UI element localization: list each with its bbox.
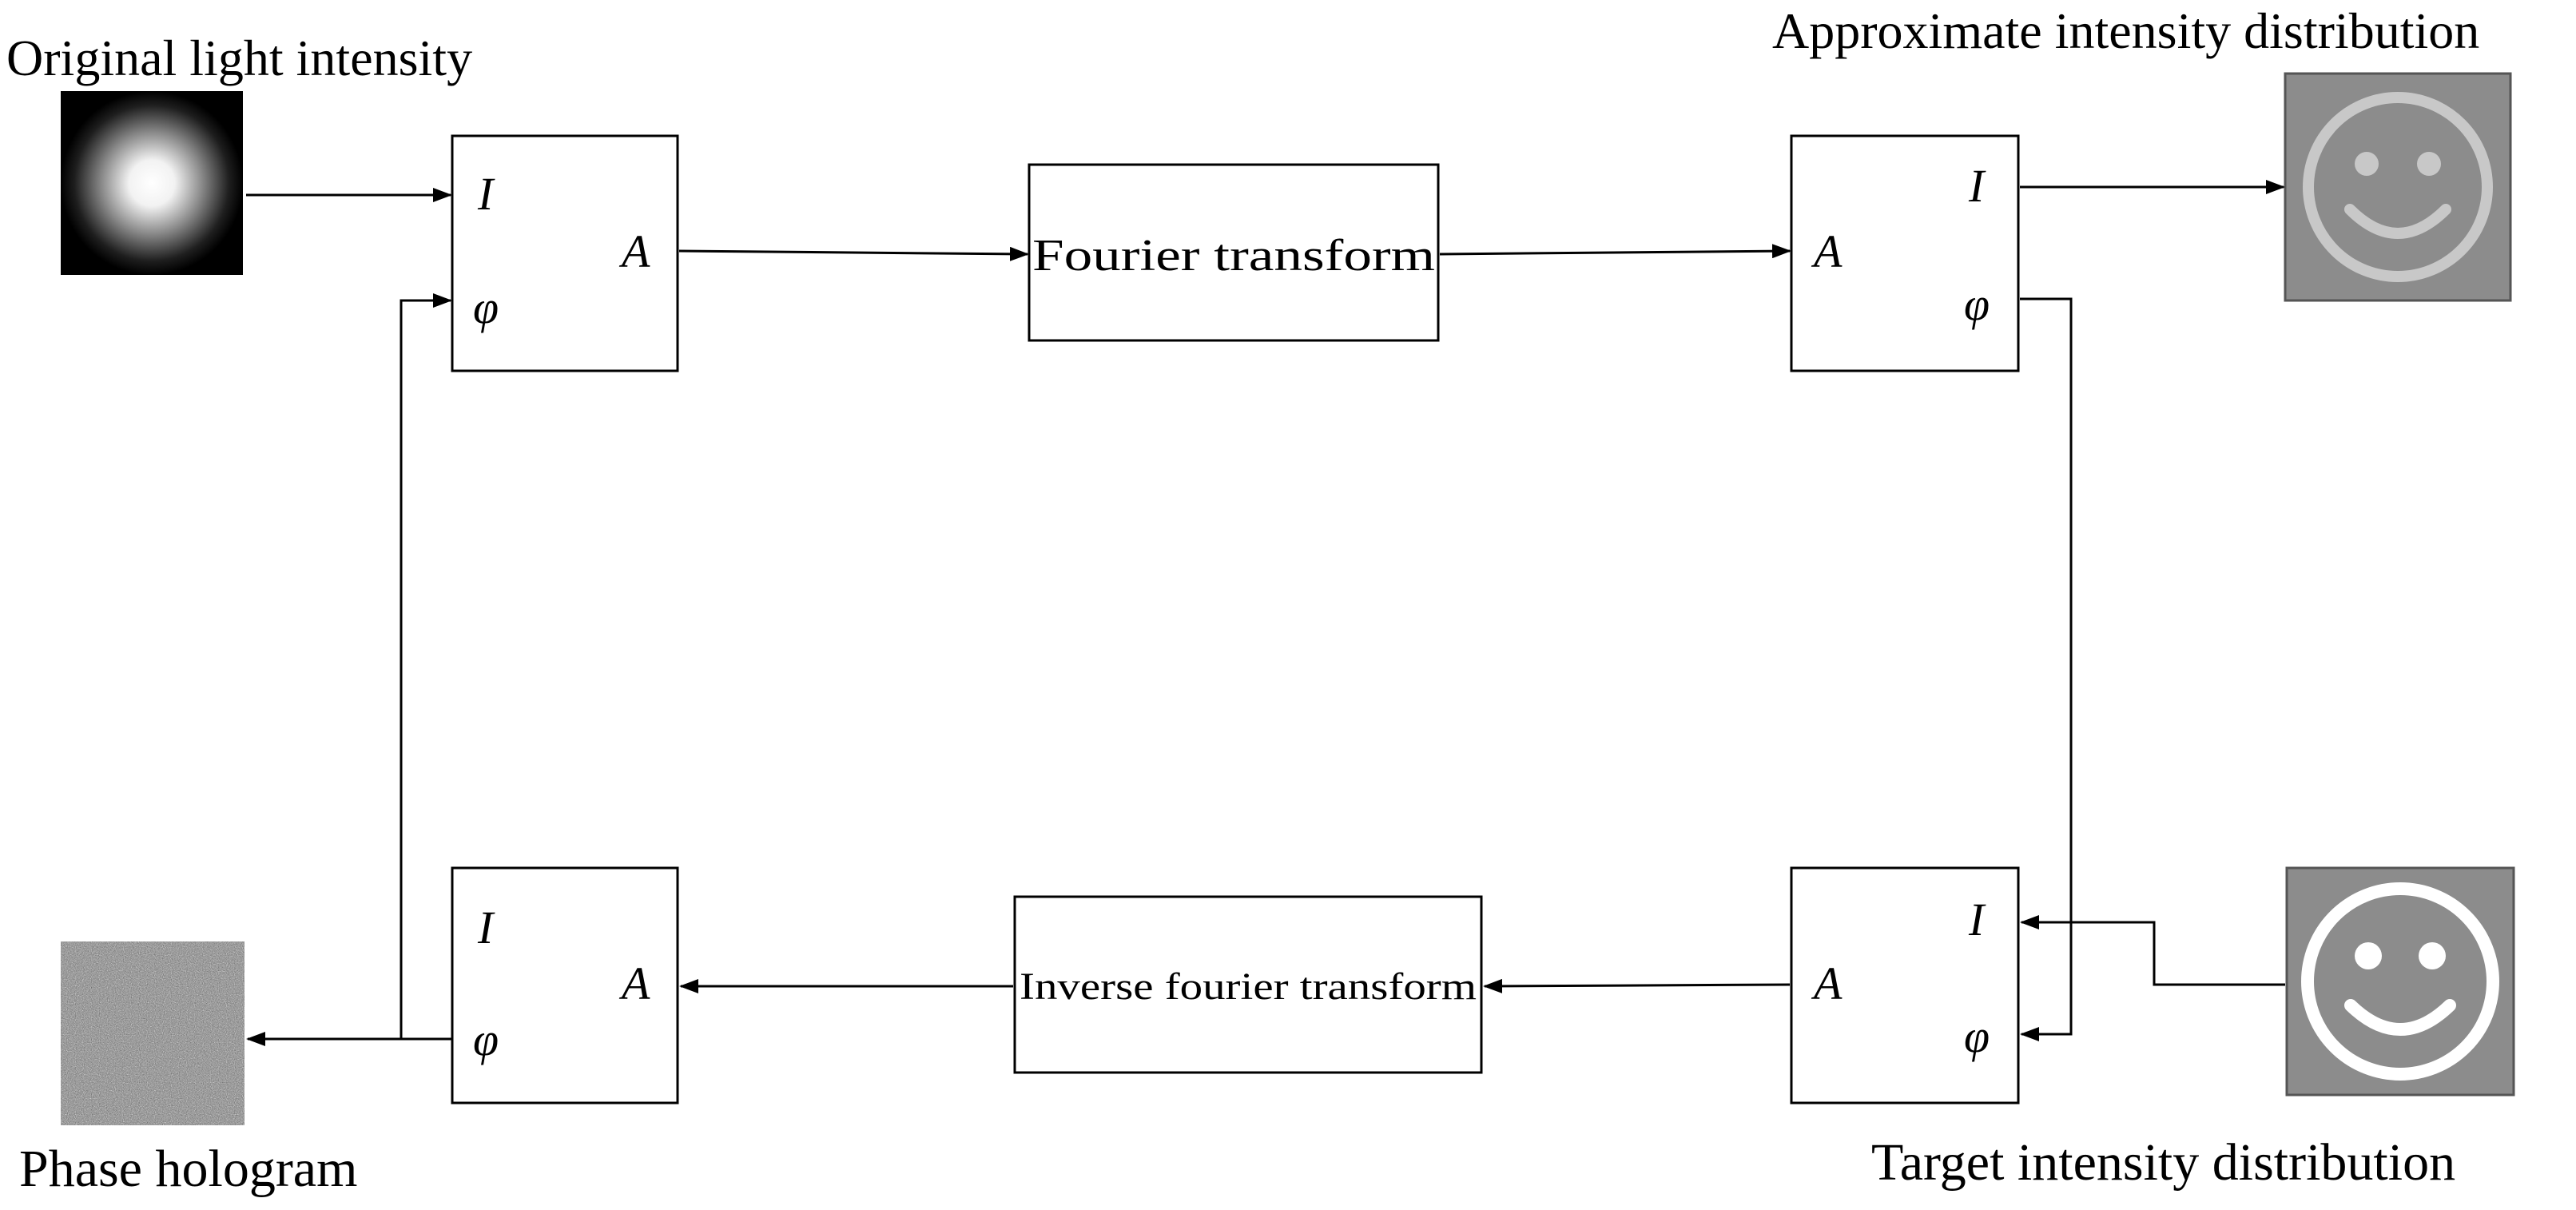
field-box-constrained: A I φ	[1790, 866, 2020, 1105]
inverse-fourier-transform-label: Inverse fourier transform	[1020, 965, 1477, 1008]
symbol-amplitude: A	[618, 957, 650, 1009]
fourier-transform-box: Fourier transform	[1028, 163, 1440, 342]
inverse-fourier-transform-box: Inverse fourier transform	[1013, 895, 1483, 1074]
arrow-fourier-to-amplitude	[1439, 244, 1791, 259]
symbol-amplitude: A	[1811, 957, 1843, 1009]
arrow-phase-loop-up	[400, 293, 452, 1039]
target-intensity-label: Target intensity distribution	[1871, 1133, 2455, 1192]
connectors	[246, 180, 2285, 1046]
arrow-amplitude-to-fourier	[678, 246, 1029, 261]
gaussian-beam-image	[61, 91, 243, 275]
symbol-phase: φ	[1964, 1010, 1990, 1062]
field-box-fourier-plane: A I φ	[1790, 134, 2020, 372]
symbol-phase: φ	[473, 281, 499, 333]
approximate-smiley-image	[2284, 72, 2512, 302]
phase-hologram-image	[61, 941, 244, 1125]
original-light-label: Original light intensity	[6, 30, 472, 86]
arrow-amplitude-to-inverse	[1483, 978, 1791, 993]
phase-hologram-label: Phase hologram	[19, 1140, 357, 1198]
field-box-input: I φ A	[451, 134, 679, 372]
symbol-amplitude: A	[618, 225, 650, 277]
symbol-intensity: I	[1968, 894, 1986, 945]
symbol-phase: φ	[473, 1013, 499, 1065]
target-smiley-image	[2285, 866, 2515, 1097]
fourier-transform-label: Fourier transform	[1032, 231, 1435, 281]
symbol-phase: φ	[1964, 278, 1990, 330]
symbol-intensity: I	[477, 168, 495, 220]
symbol-intensity: I	[1968, 160, 1986, 212]
approximate-intensity-label: Approximate intensity distribution	[1772, 2, 2479, 59]
arrow-target-to-intensity	[2020, 915, 2285, 986]
field-box-hologram-plane: I φ A	[451, 866, 679, 1105]
symbol-amplitude: A	[1811, 225, 1843, 277]
symbol-intensity: I	[477, 902, 495, 953]
arrow-phase-loop-down	[2020, 297, 2073, 1041]
